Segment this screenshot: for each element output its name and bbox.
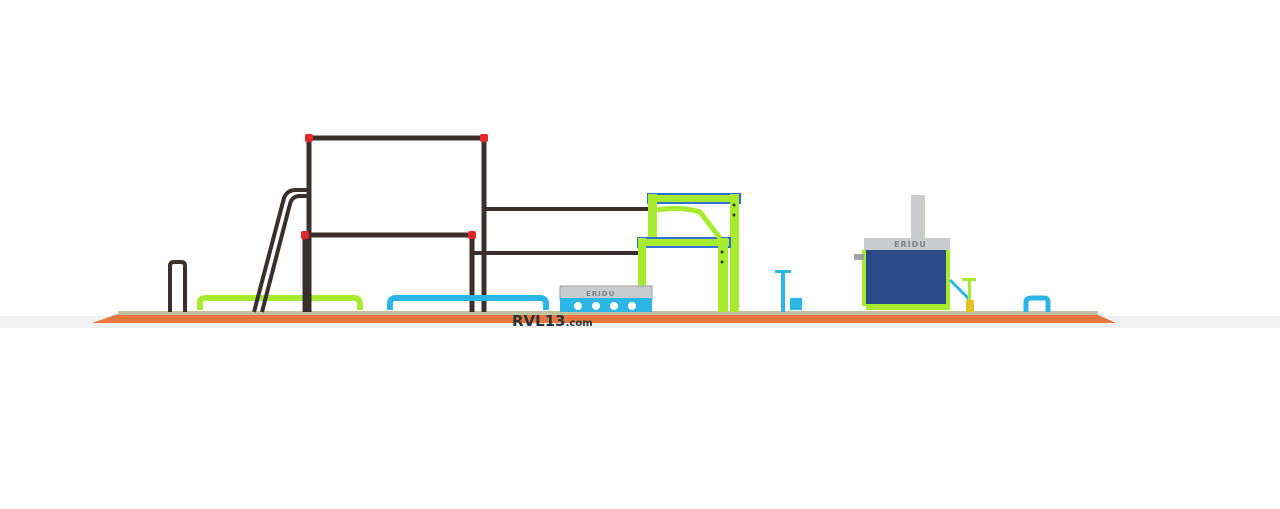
lime-tower [637, 193, 741, 312]
tall-frame [302, 135, 487, 312]
cyan-ground-pipe [387, 295, 549, 310]
small-u-bar [168, 260, 187, 312]
floor-mat-top-edge [118, 311, 1098, 315]
slanted-ladder [252, 188, 310, 313]
cyan-block-small [790, 298, 802, 310]
brand-label-left: ERIDU [586, 290, 615, 298]
floor-mat [92, 314, 1116, 323]
lime-ground-pipe [197, 295, 363, 310]
floor-logo: RVL13.com [512, 312, 593, 330]
frame-joints [301, 134, 488, 239]
side-stairs [948, 278, 976, 312]
cyan-post [775, 270, 791, 312]
connecting-rails [474, 207, 650, 255]
cyan-block-right [1023, 295, 1051, 312]
eridu-step-box: ERIDU [559, 285, 653, 312]
brand-label-right: ERIDU [894, 240, 927, 249]
navy-cabinet: ERIDU [854, 195, 950, 310]
